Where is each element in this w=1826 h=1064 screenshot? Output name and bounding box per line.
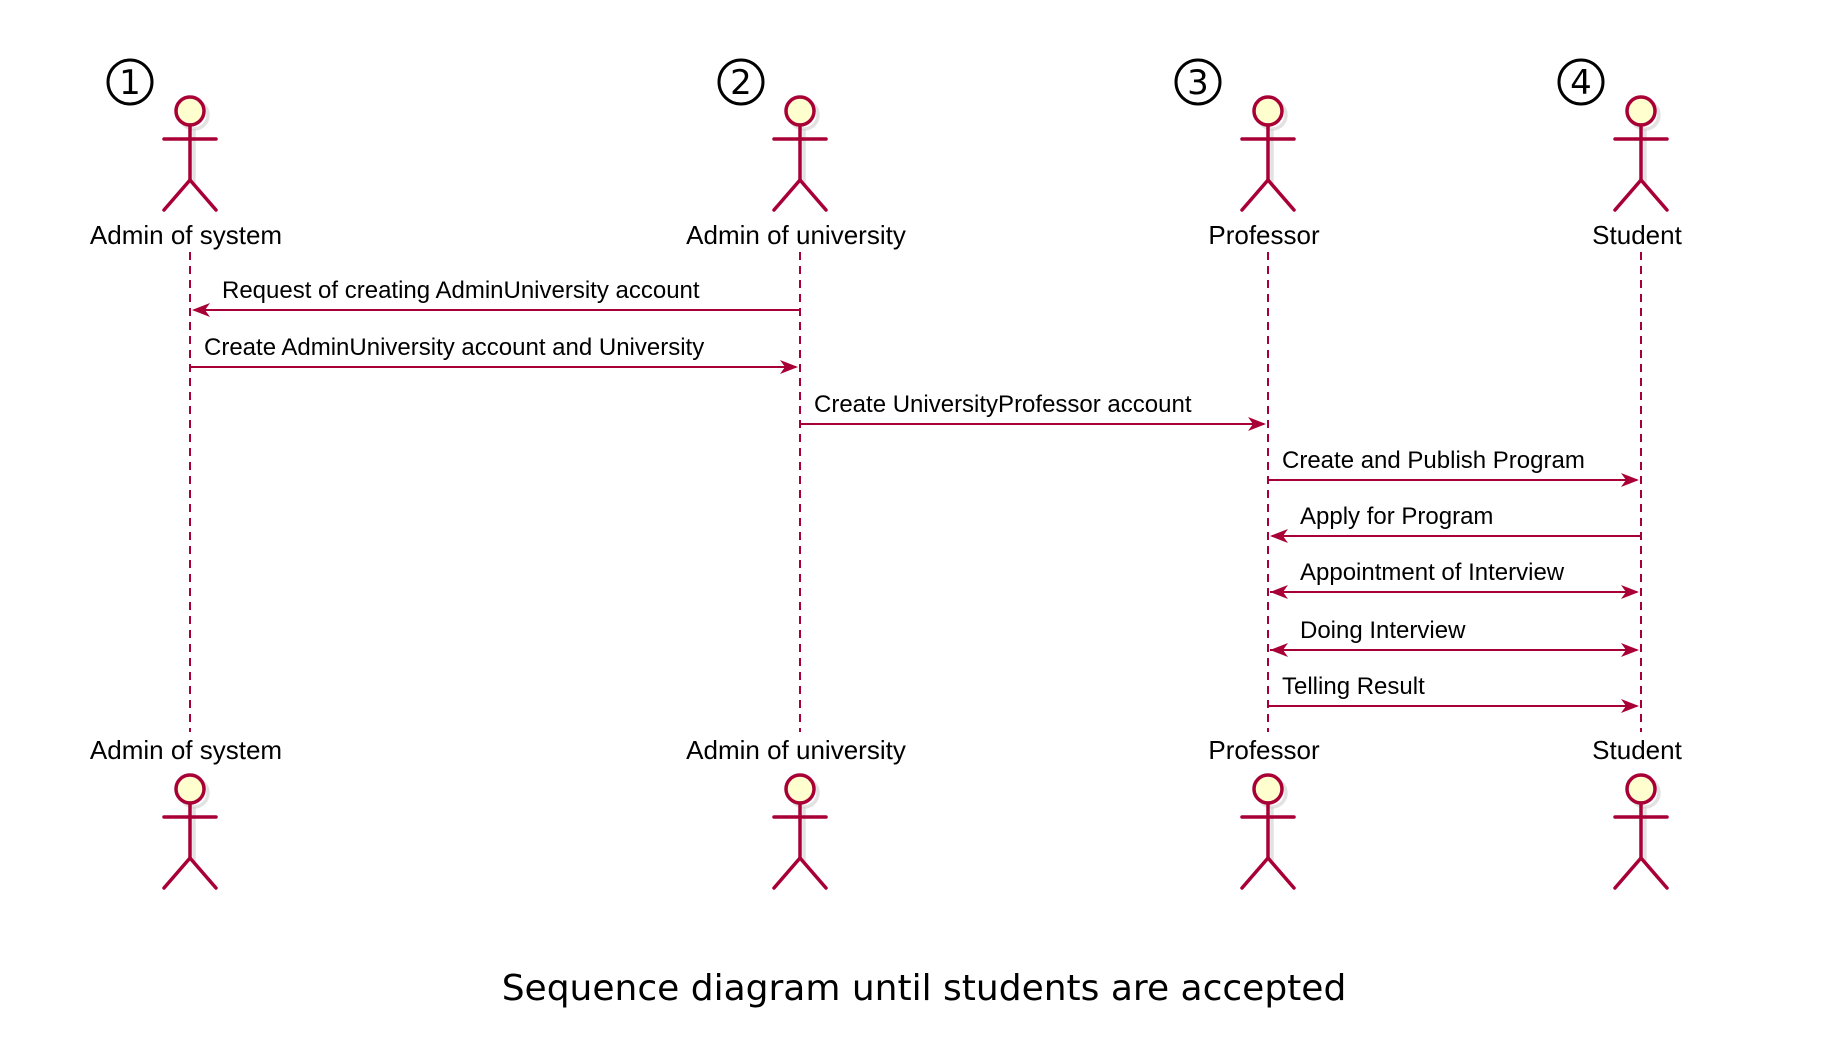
message-arrowhead — [1621, 699, 1639, 713]
actor-right-leg — [798, 856, 828, 890]
actor-bottom-p4 — [1613, 773, 1669, 890]
actor-left-leg — [1613, 178, 1643, 212]
badge-circle — [1557, 58, 1605, 106]
badge-circle — [717, 58, 765, 106]
message-2: Create AdminUniversity account and Unive… — [190, 334, 798, 374]
participant-badge-p4: 4 — [1557, 58, 1605, 106]
badge-circle — [1174, 58, 1222, 106]
message-7: Doing Interview — [1270, 617, 1639, 657]
actor-right-leg — [1266, 856, 1296, 890]
diagram-caption: Sequence diagram until students are acce… — [502, 968, 1347, 1009]
message-label: Create AdminUniversity account and Unive… — [204, 334, 704, 361]
message-label: Appointment of Interview — [1300, 559, 1565, 586]
actor-label-top-p2: Admin of university — [686, 220, 906, 250]
actor-right-leg — [188, 856, 218, 890]
actor-bottom-p2 — [772, 773, 828, 890]
message-arrowhead-back — [1270, 643, 1288, 657]
actor-left-leg — [162, 856, 192, 890]
badge-number: 1 — [119, 63, 141, 103]
actor-head — [174, 773, 206, 805]
actor-head — [1625, 95, 1657, 127]
messages: Request of creating AdminUniversity acco… — [190, 277, 1641, 713]
participant-badge-p1: 1 — [106, 58, 154, 106]
actor-label-top-p3: Professor — [1208, 220, 1320, 250]
actor-right-leg — [798, 178, 828, 212]
participant-badge-p2: 2 — [717, 58, 765, 106]
actor-top-p3 — [1240, 95, 1296, 212]
actor-head — [1252, 95, 1284, 127]
actor-head — [1252, 773, 1284, 805]
actor-head — [1625, 773, 1657, 805]
actor-label-top-p1: Admin of system — [90, 220, 282, 250]
actor-right-leg — [188, 178, 218, 212]
actor-label-bottom-p2: Admin of university — [686, 735, 906, 765]
badge-number: 4 — [1570, 63, 1592, 103]
actor-label-bottom-p4: Student — [1592, 735, 1682, 765]
message-arrowhead — [1621, 473, 1639, 487]
badge-number: 3 — [1187, 63, 1209, 103]
actor-head — [784, 773, 816, 805]
message-5: Apply for Program — [1270, 503, 1641, 543]
actor-left-leg — [772, 856, 802, 890]
actor-bottom-p3 — [1240, 773, 1296, 890]
actor-left-leg — [772, 178, 802, 212]
message-label: Create and Publish Program — [1282, 447, 1585, 474]
message-arrowhead — [192, 303, 210, 317]
actor-left-leg — [162, 178, 192, 212]
actor-bottom-p1 — [162, 773, 218, 890]
message-arrowhead — [1621, 585, 1639, 599]
badge-number: 2 — [730, 63, 752, 103]
message-6: Appointment of Interview — [1270, 559, 1639, 599]
message-arrowhead-back — [1270, 585, 1288, 599]
badge-circle — [106, 58, 154, 106]
actor-left-leg — [1240, 178, 1270, 212]
participant-badge-p3: 3 — [1174, 58, 1222, 106]
actor-head — [784, 95, 816, 127]
actor-top-p4 — [1613, 95, 1669, 212]
message-arrowhead — [780, 360, 798, 374]
message-1: Request of creating AdminUniversity acco… — [192, 277, 800, 317]
actor-right-leg — [1266, 178, 1296, 212]
actor-left-leg — [1613, 856, 1643, 890]
actor-head — [174, 95, 206, 127]
message-3: Create UniversityProfessor account — [800, 391, 1266, 431]
message-label: Apply for Program — [1300, 503, 1493, 530]
message-4: Create and Publish Program — [1268, 447, 1639, 487]
message-label: Request of creating AdminUniversity acco… — [222, 277, 700, 304]
actor-label-bottom-p1: Admin of system — [90, 735, 282, 765]
actor-left-leg — [1240, 856, 1270, 890]
actor-label-top-p4: Student — [1592, 220, 1682, 250]
message-arrowhead — [1270, 529, 1288, 543]
actor-top-p2 — [772, 95, 828, 212]
actor-top-p1 — [162, 95, 218, 212]
message-arrowhead — [1621, 643, 1639, 657]
message-8: Telling Result — [1268, 673, 1639, 713]
lifelines — [189, 252, 1642, 732]
message-label: Doing Interview — [1300, 617, 1466, 644]
actor-right-leg — [1639, 856, 1669, 890]
message-label: Create UniversityProfessor account — [814, 391, 1192, 418]
message-label: Telling Result — [1282, 673, 1425, 700]
actor-label-bottom-p3: Professor — [1208, 735, 1320, 765]
message-arrowhead — [1248, 417, 1266, 431]
actor-right-leg — [1639, 178, 1669, 212]
